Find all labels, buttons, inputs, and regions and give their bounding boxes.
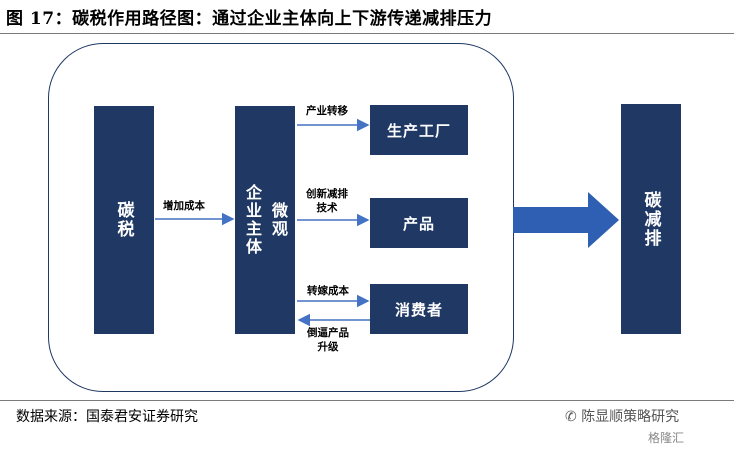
label-force-line1: 倒逼产品 [307,327,349,339]
watermark-account-text: 陈显顺策略研究 [581,409,680,425]
wechat-icon: ✆ [565,409,577,425]
bottom-rule [0,400,734,401]
label-innovation-line1: 创新减排 [306,188,348,200]
label-pass-cost: 转嫁成本 [307,285,349,297]
micro-enterprise-box: 微观 企业主体 [235,106,295,334]
char: 微 [269,202,288,220]
label-force-upgrade: 倒逼产品 升级 [307,326,349,354]
char: 业 [243,202,262,220]
micro-enterprise-col1: 微观 [266,184,290,256]
consumer-box: 消费者 [370,284,468,334]
emission-reduction-box: 碳减排 [621,104,681,334]
label-force-line2: 升级 [317,341,339,353]
factory-box: 生产工厂 [370,105,468,155]
figure-title: 图 17：碳税作用路径图：通过企业主体向上下游传递减排压力 [6,9,493,29]
source-note: 数据来源：国泰君安证券研究 [16,409,198,425]
label-industry-transfer: 产业转移 [306,105,348,117]
micro-enterprise-col2: 企业主体 [240,184,264,256]
char: 观 [269,220,288,238]
char: 主 [243,220,262,238]
label-increase-cost: 增加成本 [163,200,205,212]
label-innovation: 创新减排 技术 [306,187,348,215]
product-box: 产品 [370,198,468,248]
carbon-tax-box: 碳税 [94,106,154,334]
watermark-platform: 格隆汇 [648,431,685,445]
big-arrow [513,192,619,248]
char: 体 [243,238,262,256]
char: 企 [243,184,262,202]
label-innovation-line2: 技术 [316,202,338,214]
top-rule [0,33,734,34]
watermark-account: ✆ 陈显顺策略研究 [565,406,679,426]
